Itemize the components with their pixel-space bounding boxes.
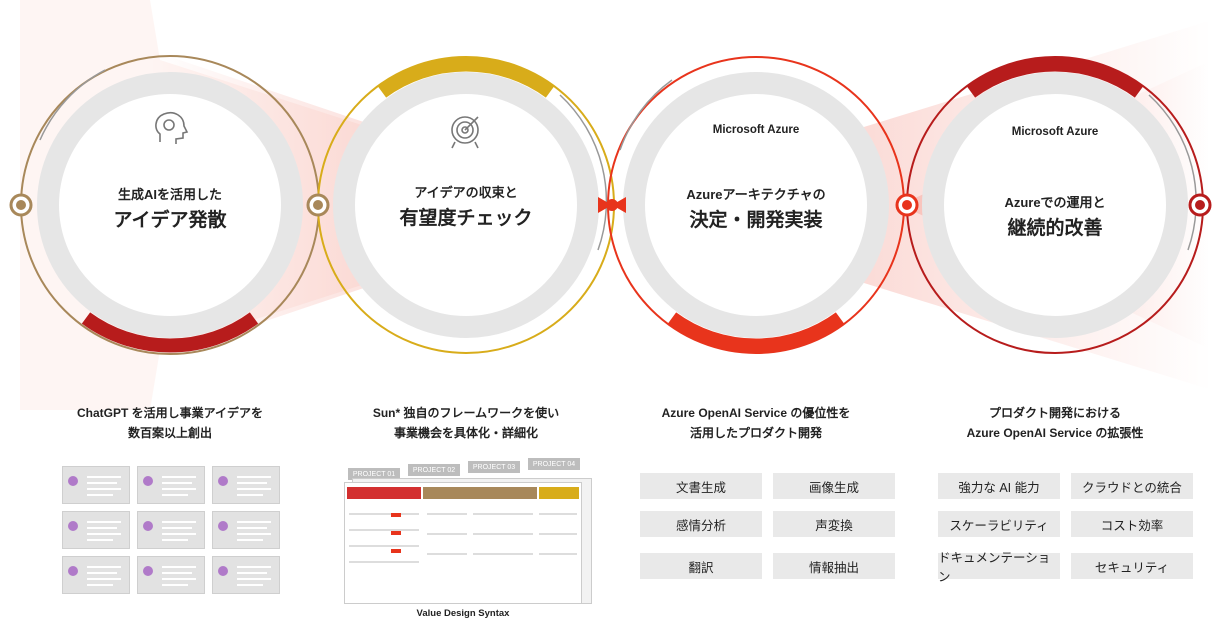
caption-2: Sun* 独自のフレームワークを使い 事業機会を具体化・詳細化 — [336, 403, 596, 443]
sheet-header — [347, 487, 579, 499]
caption-3: Azure OpenAI Service の優位性を 活用したプロダクト開発 — [626, 403, 886, 443]
stage-4-subtitle: Azureでの運用と — [1004, 195, 1106, 210]
stage-2-heading: 有望度チェック — [399, 208, 533, 229]
stage-4-rings — [906, 56, 1204, 354]
stage-1-heading: アイデア発散 — [113, 210, 227, 231]
project-tab-1: PROJECT 01 — [348, 468, 400, 480]
stage-4-title: Azureでの運用と 継続的改善 — [965, 192, 1145, 240]
stage-2-title: アイデアの収束と 有望度チェック — [376, 182, 556, 230]
idea-card — [62, 511, 130, 549]
stage-4-connector — [895, 193, 1212, 217]
sheet-col-2 — [427, 507, 467, 555]
stage-3-title: Azureアーキテクチャの 決定・開発実装 — [666, 184, 846, 232]
stage-2-connector — [306, 193, 330, 217]
stage-1-subtitle: 生成AIを活用した — [117, 187, 222, 202]
sheet-arrows — [391, 513, 401, 553]
stage-3-subtitle: Azureアーキテクチャの — [686, 187, 826, 202]
idea-card — [137, 466, 205, 504]
caption-1-line2: 数百案以上創出 — [127, 426, 212, 440]
scale-chip-ai: 強力な AI 能力 — [938, 473, 1060, 499]
sheet-col-3 — [473, 507, 533, 555]
caption-1: ChatGPT を活用し事業アイデアを 数百案以上創出 — [40, 403, 300, 443]
stage-3-connector — [598, 197, 626, 213]
stage-1-rings — [20, 55, 320, 355]
idea-card — [137, 511, 205, 549]
scale-chip-security: セキュリティ — [1071, 553, 1193, 579]
caption-2-line2: 事業機会を具体化・詳細化 — [393, 426, 538, 440]
idea-card — [212, 511, 280, 549]
stage-2-rings — [317, 56, 615, 354]
stage-1-title: 生成AIを活用した アイデア発散 — [80, 184, 260, 232]
brain-head-icon — [155, 111, 189, 144]
feature-chip-image-gen: 画像生成 — [773, 473, 895, 499]
feature-chip-translate: 翻訳 — [640, 553, 762, 579]
stage-3-brand: Microsoft Azure — [712, 124, 800, 136]
framework-label: Value Design Syntax — [416, 608, 510, 619]
stage-4-brand: Microsoft Azure — [1011, 126, 1099, 138]
project-tab-2: PROJECT 02 — [408, 464, 460, 476]
stage-1-connector — [9, 193, 33, 217]
feature-chip-doc-gen: 文書生成 — [640, 473, 762, 499]
feature-chip-extract: 情報抽出 — [773, 553, 895, 579]
idea-card — [62, 556, 130, 594]
framework-sheet — [344, 482, 582, 604]
caption-4-line1: プロダクト開発における — [988, 406, 1121, 420]
sheet-col-1 — [349, 507, 419, 577]
scale-chip-docs: ドキュメンテーション — [938, 551, 1060, 584]
caption-2-line1: Sun* 独自のフレームワークを使い — [372, 406, 560, 420]
project-tab-3: PROJECT 03 — [468, 461, 520, 473]
scale-chip-scalability: スケーラビリティ — [938, 511, 1060, 537]
feature-chip-voice: 声変換 — [773, 511, 895, 537]
idea-card — [137, 556, 205, 594]
feature-chip-sentiment: 感情分析 — [640, 511, 762, 537]
idea-card — [62, 466, 130, 504]
caption-3-line2: 活用したプロダクト開発 — [689, 426, 822, 440]
idea-card — [212, 556, 280, 594]
stage-4-heading: 継続的改善 — [1007, 218, 1103, 239]
caption-1-line1: ChatGPT を活用し事業アイデアを — [76, 406, 264, 420]
scale-chip-cloud: クラウドとの統合 — [1071, 473, 1193, 499]
project-tab-4: PROJECT 04 — [528, 458, 580, 470]
stage-3-rings — [607, 56, 905, 354]
scale-chip-cost: コスト効率 — [1071, 511, 1193, 537]
idea-card — [212, 466, 280, 504]
caption-3-line1: Azure OpenAI Service の優位性を — [661, 406, 851, 420]
caption-4-line2: Azure OpenAI Service の拡張性 — [966, 426, 1144, 440]
sheet-col-4 — [539, 507, 577, 555]
stage-2-subtitle: アイデアの収束と — [414, 185, 518, 200]
target-icon — [451, 116, 479, 149]
caption-4: プロダクト開発における Azure OpenAI Service の拡張性 — [925, 403, 1185, 443]
stage-3-heading: 決定・開発実装 — [689, 210, 823, 231]
